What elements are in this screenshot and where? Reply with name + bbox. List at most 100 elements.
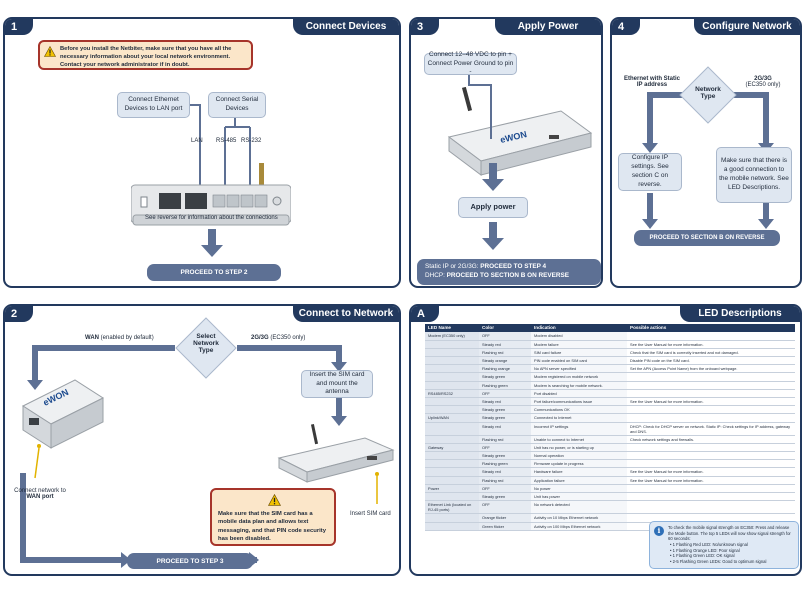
cell-action <box>627 372 795 382</box>
netbiter-device-wan: eWON <box>21 379 105 449</box>
cell-color: OFF <box>479 331 531 341</box>
warning-icon <box>44 46 56 57</box>
cell-indication: Connected to Internet <box>531 413 627 423</box>
panel-title: Connect Devices <box>293 19 399 35</box>
header-actions: Possible actions <box>627 324 795 332</box>
cell-led-name: Modem (EC350 only) <box>425 331 479 341</box>
label-wan: WAN (enabled by default) <box>85 335 154 341</box>
cell-action: See the User Manual for more information… <box>627 467 795 477</box>
cell-action: See the User Manual for more information… <box>627 340 795 349</box>
cell-indication: Normal operation <box>531 451 627 461</box>
cell-action: DHCP: Check for DHCP server on network. … <box>627 422 795 436</box>
cell-indication: Activity on 100 Mbps Ethernet network <box>531 522 627 531</box>
cell-indication: No power <box>531 484 627 494</box>
box-mobile-connection: Make sure that there is a good connectio… <box>716 147 792 203</box>
cell-indication: No network detected <box>531 500 627 515</box>
cell-indication: Modem is searching for mobile network. <box>531 381 627 390</box>
cell-led-name <box>425 364 479 374</box>
label-insert-sim: Insert SIM card <box>350 511 391 517</box>
cell-indication: PIN code enabled on SIM card <box>531 356 627 366</box>
cell-action: Check that the SIM card is correctly ins… <box>627 348 795 358</box>
cell-indication: Application failure <box>531 476 627 485</box>
cell-action <box>627 484 795 494</box>
cell-led-name <box>425 381 479 390</box>
cell-led-name <box>425 492 479 502</box>
info-icon: i <box>654 526 664 536</box>
cell-indication: Modem registered on mobile network <box>531 372 627 382</box>
cell-color: Steady green <box>479 492 531 502</box>
cell-color: Steady red <box>479 422 531 436</box>
cell-color: OFF <box>479 389 531 398</box>
proceed-dhcp: DHCP: PROCEED TO SECTION B ON REVERSE <box>425 271 570 279</box>
cell-action <box>627 381 795 390</box>
box-configure-ip: Configure IP settings. See section C on … <box>618 153 682 191</box>
cell-color: Steady green <box>479 451 531 461</box>
panel-title: Connect to Network <box>293 306 399 322</box>
cell-color: Steady red <box>479 397 531 407</box>
cell-led-name <box>425 476 479 485</box>
note-intro: To check the mobile signal strength on E… <box>668 525 791 542</box>
cell-indication: Unable to connect to Internet <box>531 435 627 444</box>
cell-led-name: Ethernet Link (located on RJ-45 ports) <box>425 500 479 515</box>
header-color: Color <box>479 324 531 332</box>
cell-led-name <box>425 435 479 444</box>
cell-led-name <box>425 422 479 436</box>
signal-strength-note: i To check the mobile signal strength on… <box>649 521 799 569</box>
list-item: 1 Flashing Red LED: No/unknown signal <box>670 542 795 548</box>
label-rs232: RS-232 <box>241 138 262 144</box>
header-indication: Indication <box>531 324 627 332</box>
netbiter-device-front <box>131 163 291 226</box>
cell-action <box>627 500 795 515</box>
label-2g3g: 2G/3G (EC350 only) <box>251 335 306 341</box>
sim-warning-box: Make sure that the SIM card has a mobile… <box>210 488 336 546</box>
cell-indication: No APN server specified <box>531 364 627 374</box>
cell-color: Flashing green <box>479 459 531 469</box>
cell-led-name <box>425 405 479 415</box>
cell-indication: Firmware update in progress <box>531 459 627 469</box>
proceed-to-step-2: PROCEED TO STEP 2 <box>147 264 281 281</box>
cell-action: See the User Manual for more information… <box>627 476 795 485</box>
list-item: 2-5 Flashing Green LEDs: Good to optimum… <box>670 559 795 565</box>
panel-title: Configure Network <box>694 19 800 35</box>
step-number: 4 <box>612 19 640 35</box>
arrow-down <box>482 222 504 250</box>
cell-action: Check network settings and firewalls. <box>627 435 795 444</box>
cell-led-name <box>425 467 479 477</box>
header-led-name: LED Name <box>425 324 479 332</box>
panel-apply-power: 3 Apply Power Connect 12–48 VDC to pin +… <box>409 17 603 288</box>
note-list: 1 Flashing Red LED: No/unknown signal 1 … <box>670 542 795 565</box>
cell-led-name: Gateway <box>425 443 479 453</box>
proceed-static: Static IP or 2G/3G: PROCEED TO STEP 4 <box>425 263 547 270</box>
cell-action <box>627 389 795 398</box>
cell-led-name <box>425 372 479 382</box>
decision-network-type: Network Type <box>695 86 721 100</box>
cell-color: Flashing green <box>479 381 531 390</box>
cell-color: Flashing red <box>479 348 531 358</box>
cell-led-name <box>425 522 479 531</box>
cell-action <box>627 492 795 502</box>
cell-color: OFF <box>479 443 531 453</box>
cell-color: Steady red <box>479 467 531 477</box>
warning-text: Before you install the Netbiter, make su… <box>60 46 232 69</box>
cell-color: Flashing red <box>479 435 531 444</box>
step-number: 3 <box>411 19 439 35</box>
arrow-down <box>201 229 223 257</box>
cell-action: Set the APN (Access Point Name) from the… <box>627 364 795 374</box>
warning-box: Before you install the Netbiter, make su… <box>38 40 253 70</box>
cell-led-name: Power <box>425 484 479 494</box>
panel-title: LED Descriptions <box>680 306 800 322</box>
table-row: Ethernet Link (located on RJ-45 ports)OF… <box>425 500 795 515</box>
